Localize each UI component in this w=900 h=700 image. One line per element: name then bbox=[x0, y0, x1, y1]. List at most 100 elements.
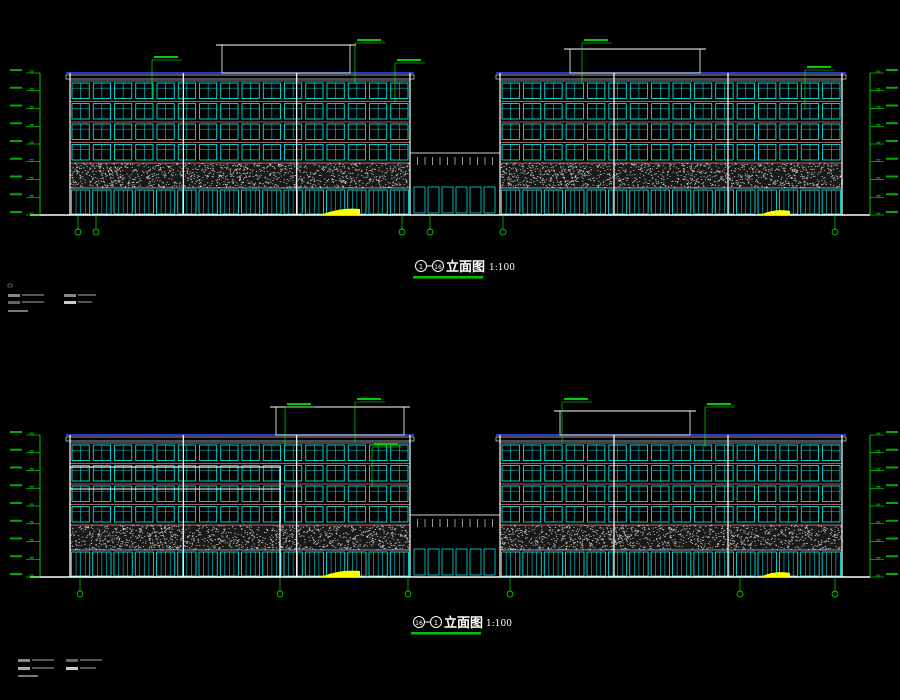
stone-cladding bbox=[499, 162, 843, 189]
annotation-text-block bbox=[584, 39, 608, 41]
level-label-block bbox=[886, 484, 898, 487]
level-marker bbox=[28, 124, 35, 127]
legend-swatch bbox=[18, 667, 30, 670]
axis-bubble-start-label: 16 bbox=[415, 620, 423, 627]
level-marker bbox=[28, 557, 35, 560]
axis-bubble-end-label: 16 bbox=[434, 264, 442, 271]
connector-window bbox=[441, 548, 454, 576]
connector-window bbox=[469, 186, 482, 214]
annotation-text-block bbox=[357, 398, 381, 400]
level-marker bbox=[28, 212, 35, 216]
level-label-block bbox=[886, 140, 898, 142]
axis-bubble bbox=[404, 590, 412, 598]
legend-swatch bbox=[8, 301, 20, 304]
legend-swatch bbox=[18, 659, 30, 662]
level-marker bbox=[875, 539, 882, 542]
legend-swatch bbox=[66, 667, 78, 670]
level-label-block bbox=[10, 193, 22, 196]
level-marker bbox=[875, 141, 882, 145]
level-marker bbox=[28, 106, 35, 109]
axis-bubble-start bbox=[415, 260, 427, 272]
connector-window bbox=[413, 548, 426, 576]
level-marker bbox=[28, 88, 35, 92]
stone-texture bbox=[500, 162, 844, 189]
level-marker bbox=[875, 177, 882, 180]
level-marker bbox=[875, 521, 882, 525]
connector-window bbox=[413, 186, 426, 214]
level-label-block bbox=[886, 519, 898, 522]
annotation-text-block bbox=[287, 403, 311, 405]
axis-bubble bbox=[74, 228, 82, 236]
axis-bubble bbox=[276, 590, 284, 598]
building-outline bbox=[499, 434, 843, 578]
elevation-1-title: 1 16 立面图 1:100 bbox=[413, 259, 515, 279]
rooftop-structure bbox=[559, 410, 691, 436]
level-marker bbox=[28, 468, 35, 471]
level-marker bbox=[875, 557, 882, 560]
level-marker bbox=[875, 70, 882, 74]
elevation-title-text: 立面图 bbox=[444, 615, 483, 631]
level-label-block bbox=[10, 157, 22, 160]
level-marker bbox=[875, 503, 882, 507]
axis-bubble bbox=[831, 228, 839, 236]
level-label-block bbox=[886, 175, 898, 178]
legend-text-block bbox=[32, 667, 54, 669]
level-marker bbox=[875, 486, 882, 489]
level-label-block bbox=[10, 431, 22, 433]
yellow-accent bbox=[320, 570, 360, 577]
legend-text-block bbox=[32, 659, 54, 661]
axis-bubble-end-label: 1 bbox=[434, 619, 438, 627]
level-marker bbox=[28, 159, 35, 163]
yellow-accent bbox=[760, 572, 790, 577]
connector-window bbox=[427, 548, 440, 576]
elevation-drawing-2 bbox=[10, 398, 898, 598]
legend-text-block bbox=[78, 294, 96, 296]
axis-bubble bbox=[76, 590, 84, 598]
level-marker bbox=[28, 195, 35, 198]
building-outline bbox=[69, 434, 411, 578]
legend-text-block bbox=[18, 675, 38, 677]
level-marker bbox=[875, 124, 882, 127]
axis-bubble bbox=[92, 228, 100, 236]
level-marker bbox=[28, 503, 35, 507]
level-label-block bbox=[886, 448, 898, 451]
level-marker bbox=[28, 521, 35, 525]
level-label-block bbox=[10, 69, 22, 71]
level-label-block bbox=[10, 175, 22, 178]
level-label-block bbox=[886, 122, 898, 125]
scale-label: 1:100 bbox=[486, 619, 512, 629]
level-marker bbox=[875, 106, 882, 109]
level-label-block bbox=[10, 466, 22, 469]
level-label-block bbox=[10, 104, 22, 107]
annotation-text-block bbox=[707, 403, 731, 405]
axis-bubble-start-label: 1 bbox=[419, 263, 423, 271]
level-label-block bbox=[10, 537, 22, 540]
connector-window bbox=[483, 186, 496, 214]
level-label-block bbox=[10, 140, 22, 142]
legend-swatch bbox=[64, 301, 76, 304]
level-marker bbox=[875, 195, 882, 198]
elevation-2-title: 16 1 立面图 1:100 bbox=[411, 615, 512, 635]
level-label-block bbox=[10, 573, 22, 575]
level-label-block bbox=[886, 431, 898, 433]
stone-texture bbox=[70, 162, 411, 189]
level-label-block bbox=[886, 537, 898, 540]
legend-swatch bbox=[8, 294, 20, 297]
level-label-block bbox=[886, 193, 898, 196]
axis-bubble bbox=[499, 228, 507, 236]
level-marker bbox=[875, 159, 882, 163]
stone-texture bbox=[500, 524, 844, 551]
legend-1 bbox=[7, 283, 96, 312]
connector-window bbox=[427, 186, 440, 214]
connector-window bbox=[469, 548, 482, 576]
yellow-accent bbox=[320, 208, 360, 215]
axis-bubble bbox=[398, 228, 406, 236]
level-marker bbox=[28, 539, 35, 542]
rooftop-structure bbox=[569, 48, 701, 74]
level-label-block bbox=[886, 502, 898, 504]
annotation-text-block bbox=[807, 66, 831, 68]
level-marker bbox=[875, 574, 882, 578]
level-label-block bbox=[886, 211, 898, 213]
axis-bubble bbox=[736, 590, 744, 598]
